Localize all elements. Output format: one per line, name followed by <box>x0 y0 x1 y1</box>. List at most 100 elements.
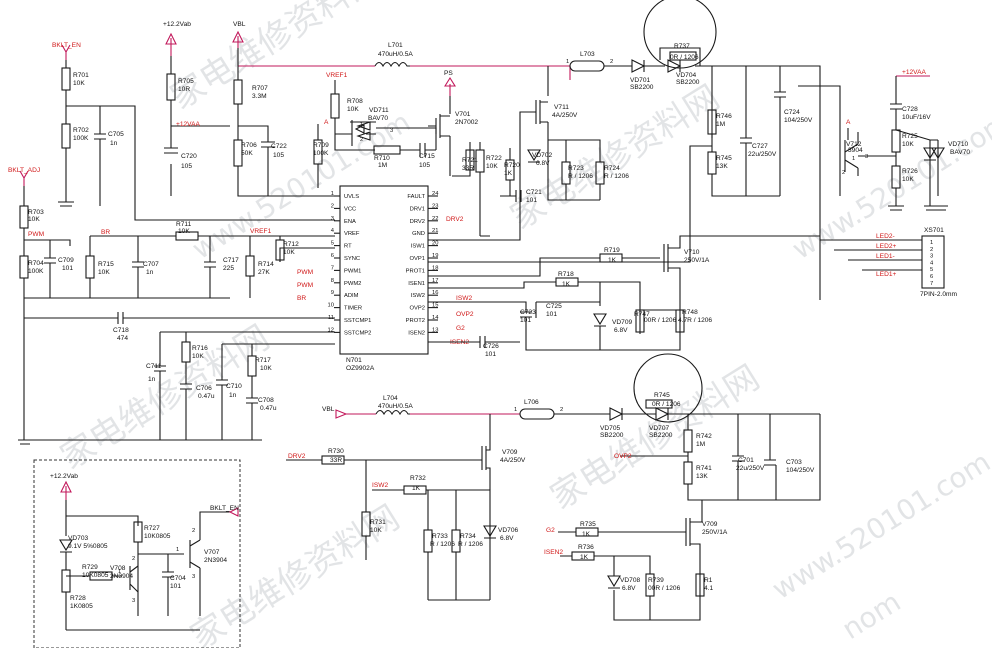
bklt-en-port-icon <box>61 44 71 60</box>
component-label: R720 <box>504 162 520 169</box>
component-value: 1K0805 <box>70 603 93 610</box>
ic-pin-name: ENA <box>344 219 356 225</box>
bklt-adj-port-icon <box>19 170 29 186</box>
component-value: 250V/1A <box>702 529 728 536</box>
component-value: 101 <box>485 351 496 358</box>
pin-number: 1 <box>176 547 179 553</box>
component-value: 4.7R / 1206 <box>678 317 712 324</box>
component-label: R733 <box>432 533 448 540</box>
enable-circuit: +12.2Vab VD703 9.1V 5%0805 R727 10K0805 … <box>33 459 241 648</box>
pin-number: 2 <box>132 556 135 562</box>
component-label: L706 <box>524 399 539 406</box>
component-label: C703 <box>786 459 802 466</box>
component-label: C709 <box>58 257 74 264</box>
port-arrow-icon <box>228 507 239 517</box>
component-label: C726 <box>483 343 499 350</box>
component-value: 10K0805 <box>82 572 109 579</box>
component-label: R746 <box>716 113 732 120</box>
ic-ref: N701 <box>346 357 362 364</box>
connector-pin-number: 1 <box>930 240 933 246</box>
ic-pin-name: PROT2 <box>406 318 425 324</box>
component-label: C718 <box>113 327 129 334</box>
pin-number: 2 <box>610 59 613 65</box>
ic-pin-number: 19 <box>432 253 438 259</box>
ground-icon <box>480 235 490 241</box>
net-label: BR <box>297 295 306 302</box>
component-value: 0R / 1206 <box>652 401 681 408</box>
ic-pin-name: PROT1 <box>406 268 425 274</box>
mosfet-icon <box>428 100 549 241</box>
component-label: VD709 <box>612 319 632 326</box>
power-arrow-icon <box>444 76 456 96</box>
component-value: 6.8V <box>500 535 514 542</box>
component-value: 0R / 1206 <box>670 54 699 61</box>
component-value: 105 <box>419 162 430 169</box>
net-label: PWM <box>297 269 313 276</box>
component-value: 2N7002 <box>455 119 478 126</box>
zener-icon <box>483 525 497 539</box>
component-value: 2N3904 <box>110 573 133 580</box>
component-value: SB2200 <box>649 432 673 439</box>
net-label: +12VAA <box>176 121 200 128</box>
ic-pin-name: ISEN2 <box>408 330 425 336</box>
net-label: VREF1 <box>326 72 348 79</box>
ic-pin-name: UVLS <box>344 194 359 200</box>
ic-pin-number: 16 <box>432 290 438 296</box>
diode-icon <box>931 140 945 196</box>
net-label: VBL <box>233 21 246 28</box>
inductor-icon <box>374 61 410 68</box>
ic-pin-name: PWM2 <box>344 281 361 287</box>
ic-pin-name: ISW1 <box>411 244 425 250</box>
component-label: V701 <box>455 111 471 118</box>
pin-number: 3 <box>192 574 195 580</box>
watermark: nom <box>836 585 906 646</box>
component-label: C708 <box>258 397 274 404</box>
ic-pin-name: SSTCMP1 <box>344 318 371 324</box>
connector-pin-number: 7 <box>930 281 933 287</box>
component-value: 10K <box>98 269 110 276</box>
mosfet-icon <box>558 414 821 600</box>
component-value: 00R / 1206 <box>644 317 677 324</box>
component-value: 10R <box>178 86 190 93</box>
component-label: VD705 <box>600 425 620 432</box>
pin-number: 2 <box>192 528 195 534</box>
component-value: 10K <box>73 80 85 87</box>
component-value: 1K <box>412 485 421 492</box>
ground-icon <box>58 201 74 207</box>
component-value: 3904 <box>848 147 863 154</box>
component-label: V708 <box>110 565 126 572</box>
component-label: R728 <box>70 595 86 602</box>
net-label: PWM <box>297 282 313 289</box>
component-value: 10K <box>178 228 190 235</box>
diode-icon <box>655 407 670 421</box>
component-label: C704 <box>170 575 186 582</box>
component-value: 4.1 <box>704 585 713 592</box>
component-value: 1K <box>562 281 571 288</box>
component-value: 101 <box>520 317 531 324</box>
component-label: R736 <box>578 544 594 551</box>
svg-text:2: 2 <box>360 137 363 143</box>
zener-icon <box>527 149 541 163</box>
power-arrow-icon <box>165 32 177 56</box>
component-label: R716 <box>192 345 208 352</box>
input-section: BKLT_EN R701 10K R702 100K C705 1n +12.2… <box>52 21 571 221</box>
component-label: VD703 <box>68 535 88 542</box>
component-value: 10K <box>28 216 40 223</box>
connector-pin-number: 3 <box>930 254 933 260</box>
ic-pin-name: VREF <box>344 231 360 237</box>
component-label: C706 <box>196 385 212 392</box>
ic-pin-name: GND <box>412 231 425 237</box>
component-value: 4A/250V <box>500 457 526 464</box>
component-label: VD710 <box>948 141 968 148</box>
net-label: DRV2 <box>446 216 464 223</box>
component-label: L704 <box>383 395 398 402</box>
component-value: 105 <box>181 163 192 170</box>
ic-pin-number: 18 <box>432 265 438 271</box>
component-label: VD711 <box>369 107 389 114</box>
net-label: ISW2 <box>372 482 388 489</box>
ic-pin-name: ISEN1 <box>408 281 425 287</box>
ic-pin-number: 20 <box>432 241 438 247</box>
component-value: 474 <box>117 335 128 342</box>
ic-pin-name: SSTCMP2 <box>344 330 371 336</box>
net-label: ISW2 <box>456 295 472 302</box>
